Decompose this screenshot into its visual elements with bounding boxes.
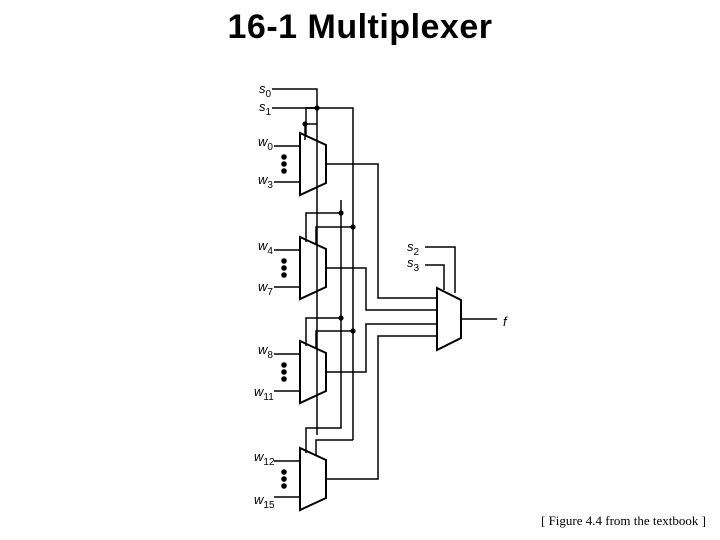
mux-stage1-2 <box>299 339 327 405</box>
label-w7-letter: w <box>258 279 269 294</box>
label-w8-index: 8 <box>267 350 273 361</box>
junction-dots <box>302 105 356 334</box>
label-s3-index: 3 <box>414 263 420 274</box>
label-w15-index: 15 <box>263 500 275 511</box>
label-w15: w15 <box>254 492 275 511</box>
wires <box>272 88 497 498</box>
label-w4-letter: w <box>258 238 269 253</box>
label-w4-index: 4 <box>267 246 273 257</box>
label-w12: w12 <box>254 449 275 468</box>
label-s0: s0 <box>259 81 272 100</box>
mux-stage1-0 <box>299 131 327 197</box>
label-s0-letter: s <box>259 81 266 96</box>
mux-stage1-3 <box>299 446 327 512</box>
label-w3-index: 3 <box>267 180 273 191</box>
label-w7: w7 <box>258 279 273 298</box>
label-w12-index: 12 <box>263 457 275 468</box>
label-w0-index: 0 <box>267 142 273 153</box>
slide-title: 16-1 Multiplexer <box>227 8 493 46</box>
label-s2-index: 2 <box>414 247 420 258</box>
mux-stage2 <box>436 286 462 352</box>
mux-stage1-1 <box>299 235 327 301</box>
label-w8-letter: w <box>258 342 269 357</box>
label-s1-index: 1 <box>266 107 272 118</box>
label-s2-letter: s <box>407 239 414 254</box>
label-s0-index: 0 <box>266 89 272 100</box>
label-w12-letter: w <box>254 449 265 464</box>
label-output-f: f <box>503 314 508 329</box>
label-w3-letter: w <box>258 172 269 187</box>
label-w7-index: 7 <box>267 287 273 298</box>
label-w11-index: 11 <box>263 392 274 403</box>
label-s2: s2 <box>407 239 420 258</box>
figure-caption: [ Figure 4.4 from the textbook ] <box>541 513 706 528</box>
label-w8: w8 <box>258 342 273 361</box>
label-w15-letter: w <box>254 492 265 507</box>
label-w0-letter: w <box>258 134 269 149</box>
label-w11-letter: w <box>254 384 265 399</box>
input-ellipsis <box>281 154 287 489</box>
label-s1: s1 <box>259 99 272 118</box>
label-w4: w4 <box>258 238 273 257</box>
label-s1-letter: s <box>259 99 266 114</box>
label-w3: w3 <box>258 172 273 191</box>
label-w0: w0 <box>258 134 273 153</box>
label-s3: s3 <box>407 255 420 274</box>
label-s3-letter: s <box>407 255 414 270</box>
label-w11: w11 <box>254 384 274 403</box>
